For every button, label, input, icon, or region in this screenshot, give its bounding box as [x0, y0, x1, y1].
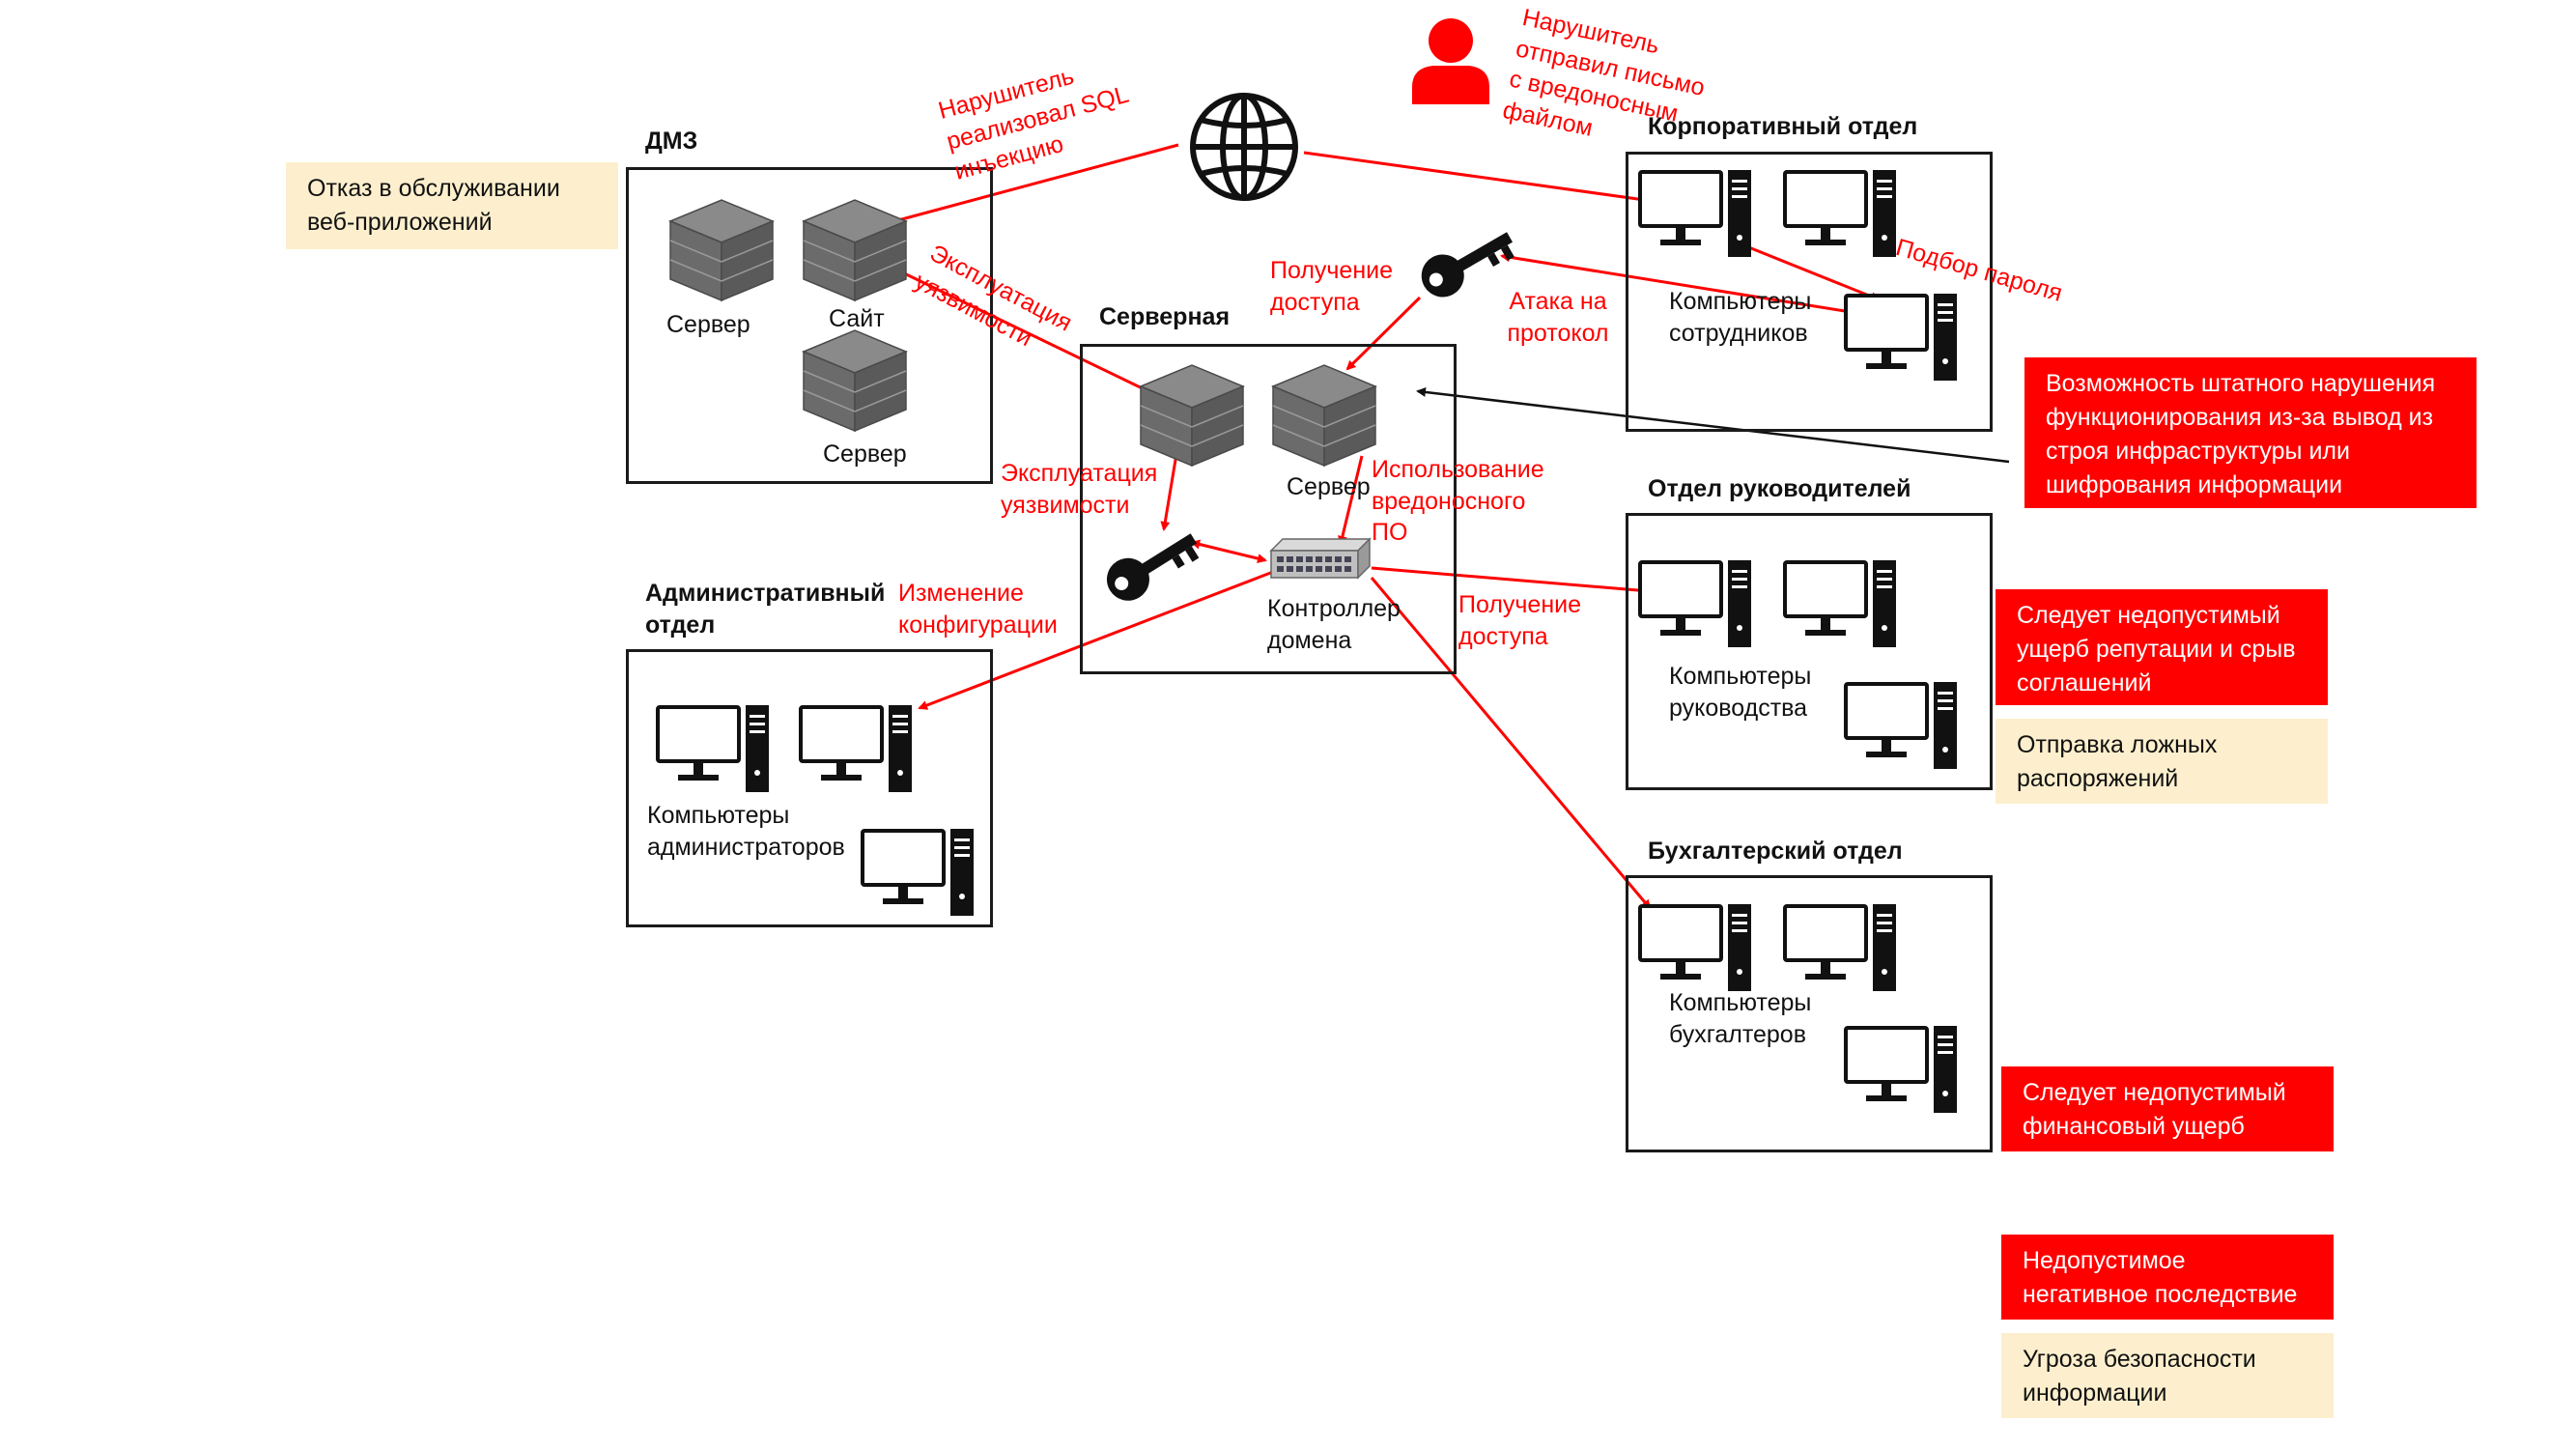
desktop-pc-icon: [1844, 1026, 1957, 1113]
key-icon: [1421, 232, 1514, 298]
admin-title: Административный отдел: [645, 580, 886, 639]
admin-zone: [626, 649, 993, 927]
threat-box-dos: Отказ в обслуживании веб-приложений: [286, 162, 618, 249]
arrow-exploit1: [897, 269, 1156, 396]
server-icon: [802, 199, 908, 302]
arrow-key-dc: [1190, 539, 1267, 563]
accountants-pcs-label: Компьютеры бухгалтеров: [1669, 989, 1812, 1048]
desktop-pc-icon: [1783, 904, 1896, 991]
dmz-title: ДМЗ: [645, 128, 698, 155]
managers-pcs-label: Компьютеры руководства: [1669, 663, 1812, 722]
negative-box-financial: Следует недопустимый финансовый ущерб: [2001, 1066, 2334, 1151]
arrow-config: [918, 570, 1274, 710]
arrow-protocol: [1500, 252, 1846, 313]
switch-icon: [1269, 537, 1372, 580]
server-room-title: Серверная: [1099, 303, 1231, 330]
accounting-zone: [1626, 875, 1993, 1152]
accounting-title: Бухгалтерский отдел: [1648, 838, 1903, 865]
attack-label-protocol: Атака на протокол: [1507, 288, 1609, 347]
key-icon: [1106, 533, 1200, 601]
desktop-pc-icon: [1783, 170, 1896, 257]
negative-box-reputation: Следует недопустимый ущерб репутации и с…: [1996, 589, 2328, 705]
domain-controller-label: Контроллер домена: [1267, 595, 1401, 654]
arrow-access2: [1371, 566, 1652, 596]
attack-label-malware: Использование вредоносного ПО: [1372, 456, 1544, 546]
desktop-pc-icon: [1638, 170, 1751, 257]
server-icon: [1271, 364, 1377, 468]
admins-pcs-label: Компьютеры администраторов: [647, 802, 845, 861]
arrow-sql: [882, 143, 1179, 227]
desktop-pc-icon: [1638, 560, 1751, 647]
arrow-email: [1303, 151, 1654, 205]
legend-negative: Недопустимое негативное последствие: [2001, 1235, 2334, 1320]
server-icon: [1139, 364, 1245, 468]
server-icon: [668, 199, 775, 302]
server-room-zone: [1080, 344, 1457, 674]
desktop-pc-icon: [799, 705, 912, 792]
desktop-pc-icon: [1783, 560, 1896, 647]
arrow-accounting: [1370, 577, 1652, 910]
desktop-pc-icon: [1638, 904, 1751, 991]
arrow-malware: [1338, 455, 1364, 546]
attack-label-config: Изменение конфигурации: [898, 580, 1058, 639]
dmz-zone: [626, 167, 993, 484]
attack-label-access2: Получение доступа: [1458, 591, 1582, 650]
negative-box-disruption: Возможность штатного нарушения функциони…: [2024, 357, 2477, 508]
server-label: Сервер: [1287, 473, 1371, 500]
corporate-title: Корпоративный отдел: [1648, 113, 1918, 140]
arrow-bruteforce: [1745, 244, 1881, 301]
threat-box-false-orders: Отправка ложных распоряжений: [1996, 719, 2328, 804]
managers-zone: [1626, 513, 1993, 790]
desktop-pc-icon: [1844, 682, 1957, 769]
arrow-exploit2: [1160, 453, 1178, 531]
desktop-pc-icon: [656, 705, 769, 792]
arrow-access1: [1345, 296, 1422, 371]
site-label: Сайт: [829, 305, 885, 332]
attack-label-exploit2: Эксплуатация уязвимости: [1001, 460, 1158, 519]
managers-title: Отдел руководителей: [1648, 475, 1911, 502]
server-label: Сервер: [823, 440, 907, 468]
arrow-disruption: [1416, 386, 2010, 464]
attacker-icon: [1412, 18, 1489, 104]
attack-label-access1: Получение доступа: [1270, 257, 1394, 316]
server-label: Сервер: [666, 311, 750, 338]
server-icon: [802, 329, 908, 433]
desktop-pc-icon: [861, 829, 974, 916]
desktop-pc-icon: [1844, 294, 1957, 381]
employees-pcs-label: Компьютеры сотрудников: [1669, 288, 1812, 347]
internet-globe-icon: [1190, 93, 1298, 201]
legend-threat: Угроза безопасности информации: [2001, 1333, 2334, 1418]
corporate-zone: [1626, 152, 1993, 432]
